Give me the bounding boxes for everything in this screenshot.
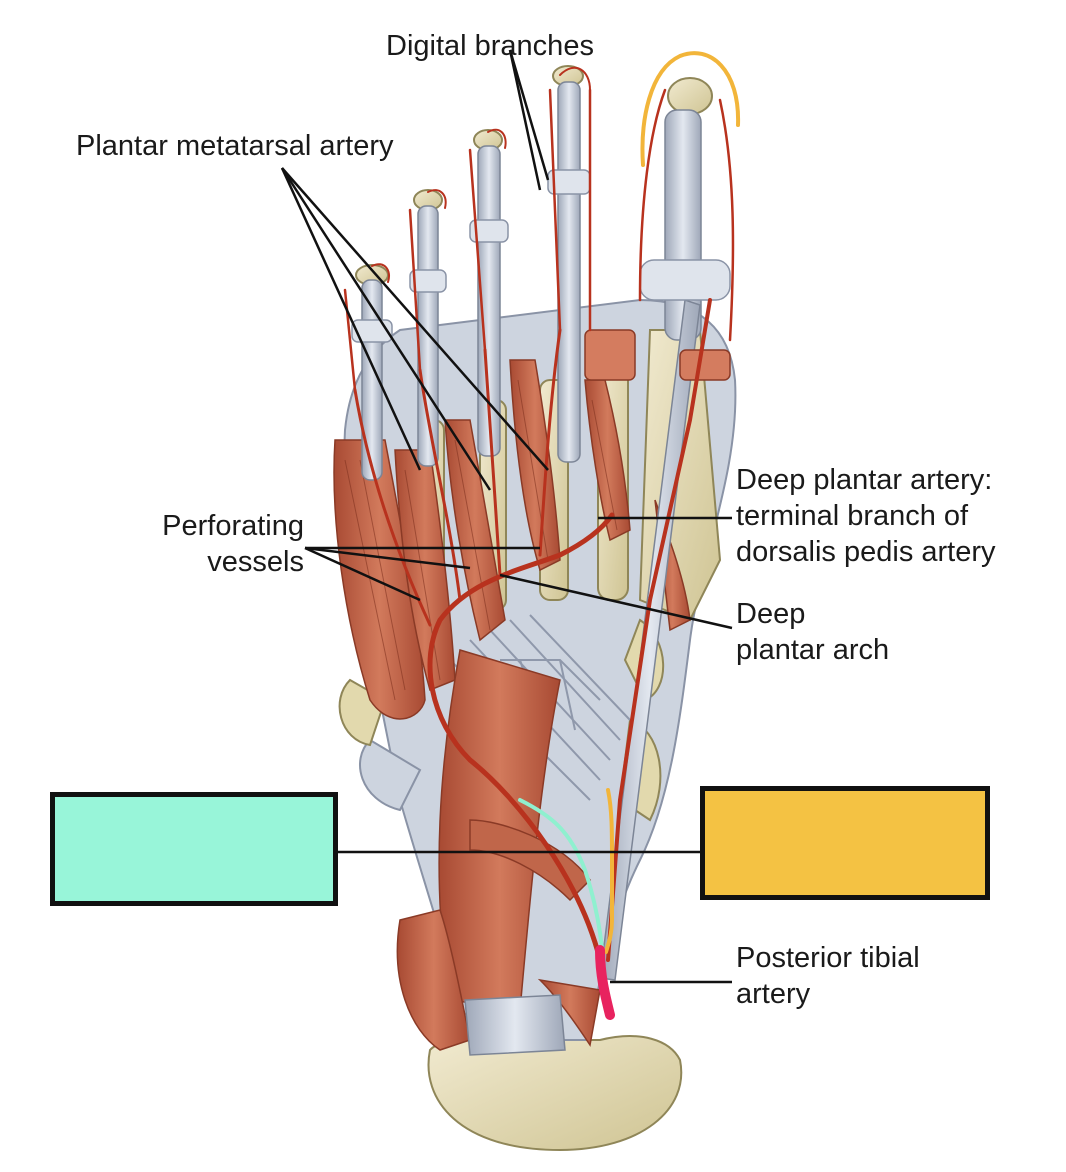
arteries [343,66,735,963]
label-plantar-metatarsal-artery: Plantar metatarsal artery [76,130,394,162]
label-deep-plantar-artery: Deep plantar artery: terminal branch of … [736,464,996,568]
answer-box-teal[interactable] [50,792,338,906]
orange-toe-highlight [640,51,741,167]
toe-bones [355,65,713,286]
label-posterior-tibial-artery: Posterior tibial artery [736,942,920,1010]
fibrous-sheaths [351,169,731,381]
label-digital-branches: Digital branches [386,30,594,62]
heel-bone [427,1035,683,1152]
label-perforating-vessels: Perforating vessels [162,510,304,578]
leader-lines [280,49,733,984]
teal-highlight-trace [518,798,604,950]
sole-muscles [396,649,601,1051]
pink-highlight-mark [595,945,615,1020]
heel-tendon-band [464,994,566,1056]
label-deep-plantar-arch: Deep plantar arch [736,598,890,666]
answer-box-orange[interactable] [700,786,990,900]
orange-highlight-trace [604,788,614,954]
plantar-muscles [333,359,691,720]
highlight-traces [518,51,741,1020]
